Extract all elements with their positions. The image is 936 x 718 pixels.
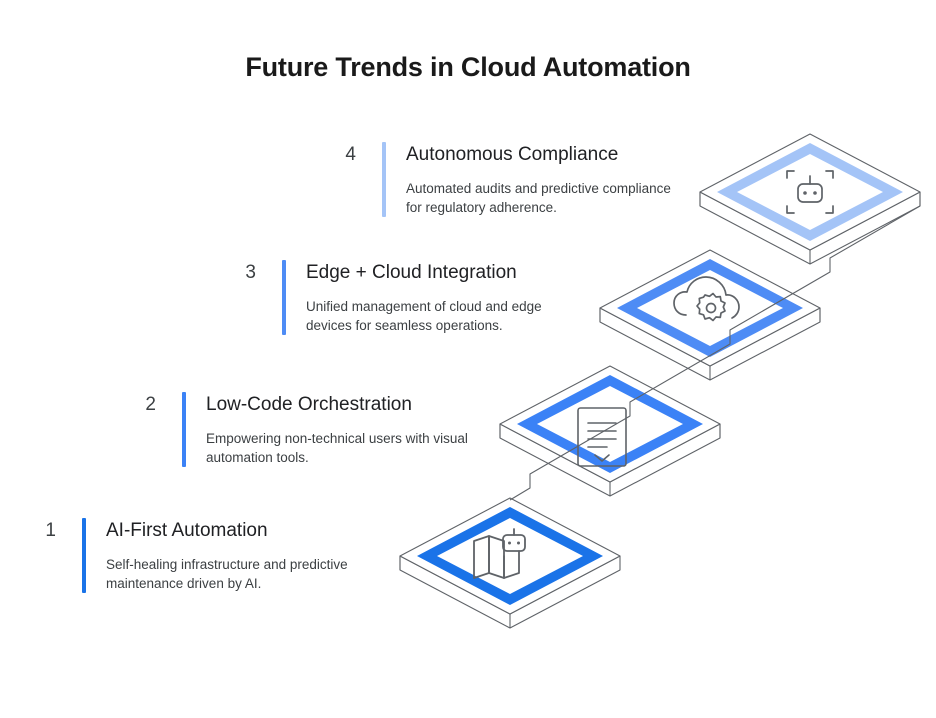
step-item-4[interactable]: 4 Autonomous Compliance Automated audits… xyxy=(340,142,690,217)
step-accent-bar-1 xyxy=(82,518,86,593)
step-accent-bar-3 xyxy=(282,260,286,335)
step-number-1: 1 xyxy=(45,520,56,541)
step-3-slab xyxy=(599,249,821,381)
step-1-slab xyxy=(399,497,621,629)
robot-scan-icon xyxy=(786,170,834,214)
step-description-4: Automated audits and predictive complian… xyxy=(406,181,671,215)
step-heading-1: AI-First Automation xyxy=(106,520,268,541)
step-heading-2: Low-Code Orchestration xyxy=(206,394,412,415)
step-accent-bar-4 xyxy=(382,142,386,217)
cloud-gear-icon xyxy=(673,276,740,322)
step-heading-3: Edge + Cloud Integration xyxy=(306,262,517,283)
step-accent-bar-2 xyxy=(182,392,186,467)
step-1-diamond-ring xyxy=(417,507,603,605)
step-4-diamond-ring xyxy=(717,143,903,241)
step-description-1: Self-healing infrastructure and predicti… xyxy=(106,557,348,591)
step-text-1: AI-First Automation Self-healing infrast… xyxy=(106,518,390,593)
step-number-3: 3 xyxy=(245,262,256,283)
step-heading-4: Autonomous Compliance xyxy=(406,144,619,165)
step-4-slab xyxy=(699,133,921,265)
step-item-2[interactable]: 2 Low-Code Orchestration Empowering non-… xyxy=(140,392,490,467)
step-item-3[interactable]: 3 Edge + Cloud Integration Unified manag… xyxy=(240,260,590,335)
step-2-slab xyxy=(499,365,721,497)
step-description-2: Empowering non-technical users with visu… xyxy=(206,431,468,465)
step-number-4: 4 xyxy=(345,144,356,165)
page-title: Future Trends in Cloud Automation xyxy=(245,52,691,82)
step-2-diamond-ring xyxy=(517,375,703,473)
map-robot-icon xyxy=(473,528,526,579)
step-text-4: Autonomous Compliance Automated audits a… xyxy=(406,142,690,217)
step-text-3: Edge + Cloud Integration Unified managem… xyxy=(306,260,590,335)
step-text-2: Low-Code Orchestration Empowering non-te… xyxy=(206,392,490,467)
step-item-1[interactable]: 1 AI-First Automation Self-healing infra… xyxy=(40,518,390,593)
step-number-2: 2 xyxy=(145,394,156,415)
document-form-icon xyxy=(577,407,627,467)
step-3-diamond-ring xyxy=(617,259,803,357)
step-description-3: Unified management of cloud and edge dev… xyxy=(306,299,542,333)
